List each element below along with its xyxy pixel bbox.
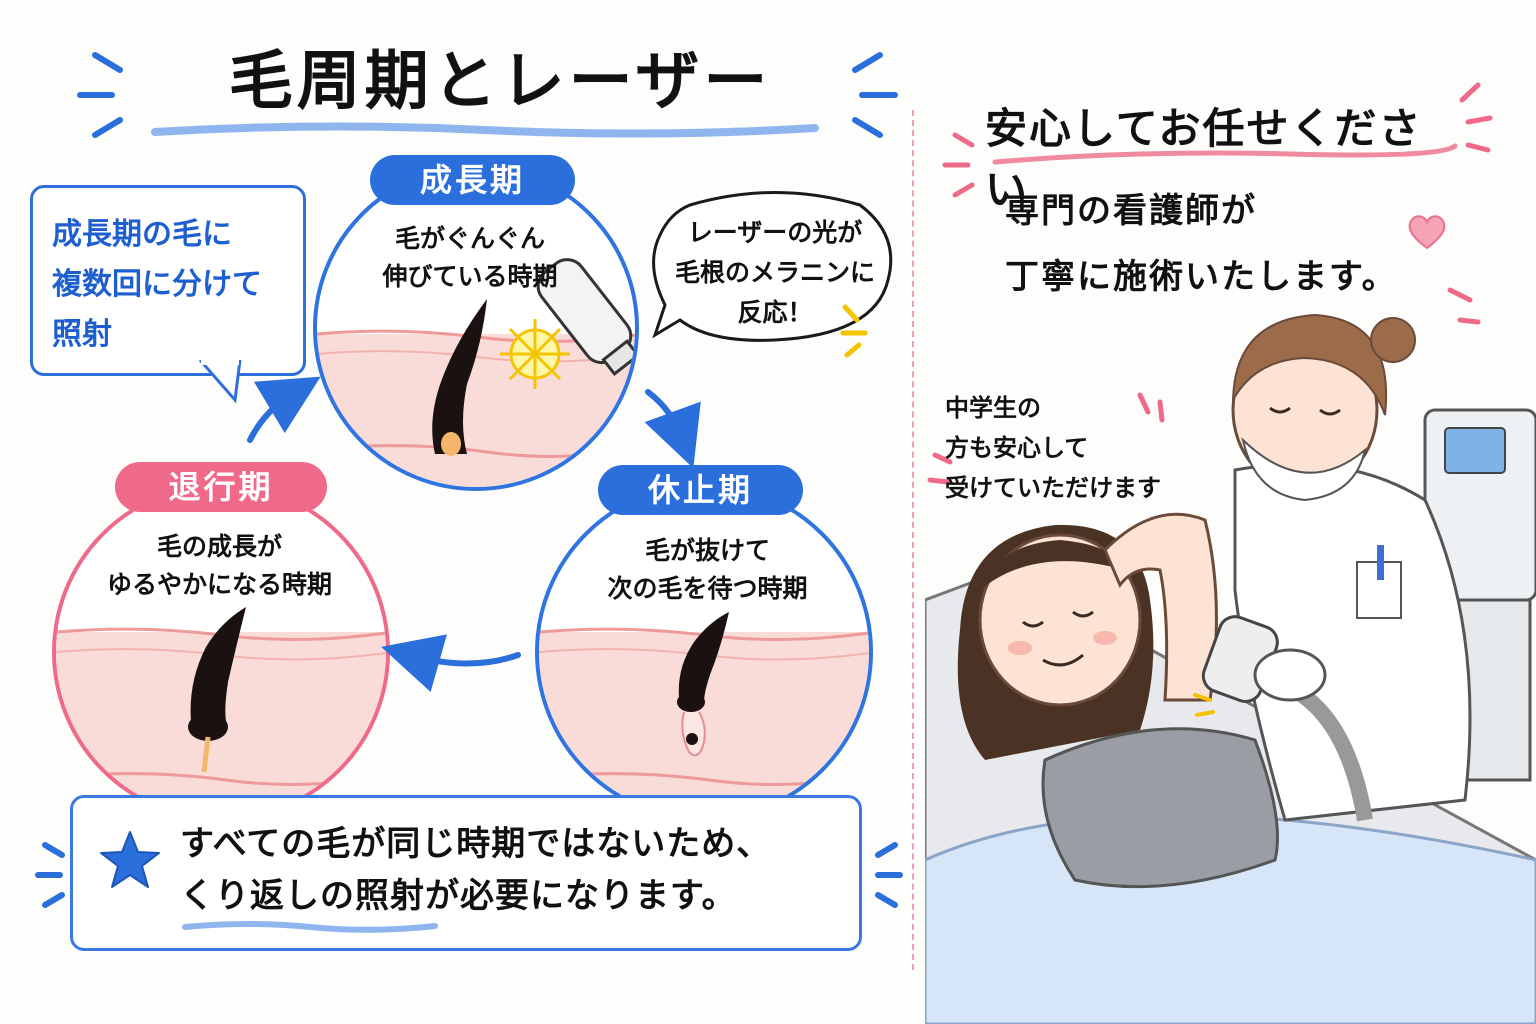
note-underlined-text: くり返しの照射 (180, 876, 425, 916)
right-title-underline (992, 143, 1458, 165)
arrow-telogen-to-catagen (381, 634, 521, 693)
catagen-phase-label: 退行期 (115, 462, 327, 512)
note-line-2: くり返しの照射が必要になります。 (180, 870, 840, 922)
note-text: すべての毛が同じ時期ではないため、 くり返しの照射が必要になります。 (180, 818, 840, 922)
catagen-phase-desc: 毛の成長が ゆるやかになる時期 (106, 532, 332, 599)
sparkle-icon (840, 304, 868, 358)
callout-tail (198, 360, 242, 404)
main-title: 毛周期とレーザー (228, 45, 772, 119)
telogen-phase-label: 休止期 (598, 465, 803, 515)
arrow-catagen-to-growth (247, 376, 321, 443)
growth-phase-label: 成長期 (370, 155, 575, 205)
callout-box (30, 185, 306, 376)
right-title: 安心してお任せください (985, 104, 1423, 214)
star-icon (100, 831, 160, 888)
treatment-illustration (925, 313, 1536, 1024)
growth-phase-desc: 毛がぐんぐん 伸びている時期 (382, 224, 558, 291)
cycle-arrows (247, 376, 701, 693)
heart-icon (1408, 215, 1446, 250)
arrow-growth-to-telogen (644, 389, 701, 469)
section-divider (912, 110, 916, 970)
growth-phase-circle (313, 165, 639, 491)
note-line-2-rest: が必要になります。 (425, 876, 737, 916)
callout-text: 成長期の毛に 複数回に分けて 照射 (52, 217, 262, 352)
note-underline (182, 921, 438, 933)
laser-speech-text: レーザーの光が 毛根のメラニンに 反応！ (674, 218, 875, 327)
staff-text: 専門の看護師が 丁寧に施術いたします。 (1005, 191, 1398, 297)
title-underline (151, 122, 819, 138)
note-line-1: すべての毛が同じ時期ではないため、 (180, 824, 772, 864)
student-text: 中学生の 方も安心して 受けていただけます (945, 394, 1161, 502)
telogen-phase-desc: 毛が抜けて 次の毛を待つ時期 (607, 536, 808, 603)
laser-speech-bubble (652, 191, 893, 342)
